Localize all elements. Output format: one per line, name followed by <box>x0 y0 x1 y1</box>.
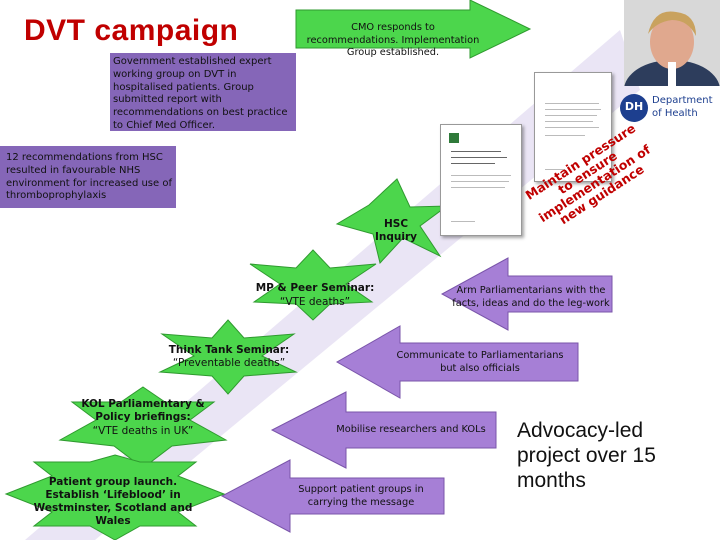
dh-logo: DH Department of Health <box>620 92 720 126</box>
mobilise-label: Mobilise researchers and KOLs <box>336 424 486 435</box>
cmo-green-arrow <box>295 0 532 59</box>
report-document-icon <box>534 72 612 182</box>
kol-title: KOL Parliamentary & Policy briefings: <box>81 398 205 423</box>
communicate-arrow-shape <box>335 325 579 399</box>
mp-seminar-subtitle: “VTE deaths” <box>279 296 351 308</box>
think-tank-star <box>158 319 298 395</box>
arm-arrow-shape <box>440 257 613 331</box>
report-document-icon <box>440 124 522 236</box>
hsc-inquiry-label: HSC Inquiry <box>375 218 417 243</box>
government-box-text: Government established expert working gr… <box>113 56 288 131</box>
patient-launch-label: Patient group launch. Establish ‘Lifeblo… <box>33 476 193 527</box>
government-box <box>110 53 296 131</box>
recommendations-box-text: 12 recommendations from HSC resulted in … <box>6 152 172 202</box>
dh-logo-mark: DH <box>624 100 644 113</box>
think-tank-subtitle: “Preventable deaths” <box>172 357 286 369</box>
arm-parliamentarians-label: Arm Parliamentarians with the facts, ide… <box>452 285 610 309</box>
dh-logo-text: Department of Health <box>652 95 713 119</box>
support-label: Support patient groups in carrying the m… <box>298 484 424 508</box>
mobilise-arrow-shape <box>270 391 497 469</box>
page-title: DVT campaign <box>24 14 239 47</box>
mp-seminar-title: MP & Peer Seminar: <box>255 282 375 294</box>
advocacy-text: Advocacy-led project over 15 months <box>517 419 656 492</box>
cmo-arrow-label: CMO responds to recommendations. Impleme… <box>306 22 480 58</box>
patient-star <box>4 454 226 540</box>
think-tank-title: Think Tank Seminar: <box>168 344 290 356</box>
support-arrow-shape <box>220 459 445 533</box>
communicate-label: Communicate to Parliamentarians but also… <box>396 350 564 374</box>
hsc-star <box>335 178 449 265</box>
recommendations-box <box>0 146 176 208</box>
kol-subtitle: “VTE deaths in UK” <box>92 425 194 437</box>
mp-seminar-star <box>249 249 377 321</box>
portrait-photo <box>624 0 720 86</box>
